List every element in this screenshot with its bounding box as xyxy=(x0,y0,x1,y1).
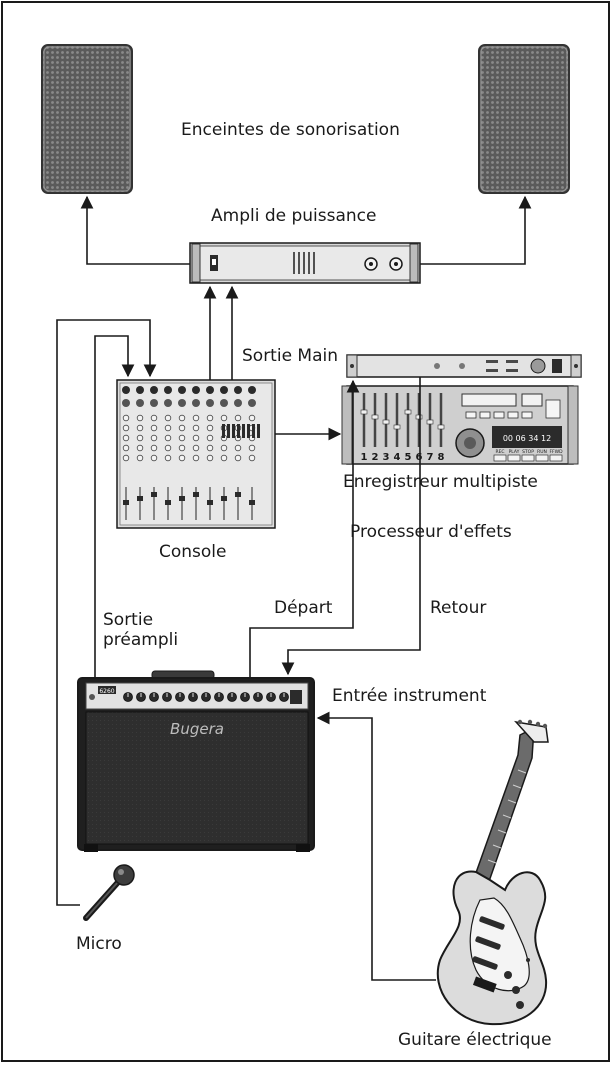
recorder-fader-cap xyxy=(415,414,423,420)
recorder-track-number: 7 xyxy=(427,452,434,463)
preamp-out-label-line2: préampli xyxy=(103,630,179,650)
guitar-label: Guitare électrique xyxy=(398,1030,552,1050)
amp-power-switch xyxy=(290,690,302,704)
line-fx-return-to-amp xyxy=(281,377,421,676)
recorder-track-number: 1 xyxy=(361,452,368,463)
power-amp-label: Ampli de puissance xyxy=(211,206,377,226)
recorder-transport-button xyxy=(493,454,507,462)
console-channel-strip xyxy=(150,386,158,520)
speaker-right xyxy=(478,44,570,194)
recorder-transport-button xyxy=(535,454,549,462)
line-send-to-fx xyxy=(249,379,360,678)
console-channel-strip xyxy=(136,386,144,520)
console-channel-strip xyxy=(122,386,130,520)
console-label: Console xyxy=(159,542,227,562)
line-amp-to-left-speaker xyxy=(80,195,190,265)
console-channel-strip xyxy=(192,386,200,520)
send-label: Départ xyxy=(274,598,333,618)
multitrack-label: Enregistreur multipiste xyxy=(343,472,538,492)
power-amplifier xyxy=(189,242,421,284)
speaker-left xyxy=(41,44,133,194)
console-meter xyxy=(237,424,240,438)
console-meter xyxy=(252,424,255,438)
console-meter xyxy=(227,424,230,438)
line-guitar-to-amp xyxy=(316,711,436,981)
recorder-fader-cap xyxy=(426,419,434,425)
console-meter xyxy=(257,424,260,438)
recorder-button-label: FFWD xyxy=(549,449,563,455)
recorder-transport-button xyxy=(507,454,521,462)
recorder-track-number: 2 xyxy=(372,452,379,463)
recorder-button-label: PLAY xyxy=(509,449,520,455)
recorder-track-number: 6 xyxy=(416,452,423,463)
signal-lines xyxy=(56,195,532,981)
recorder-fader-cap xyxy=(382,419,390,425)
recorder-track-number: 8 xyxy=(438,452,445,463)
recorder-button-label: RUN xyxy=(537,449,547,455)
amp-logo: Bugera xyxy=(170,720,224,738)
recorder-track-number: 4 xyxy=(394,452,401,463)
recorder-fader-cap xyxy=(393,424,401,430)
console-meter xyxy=(232,424,235,438)
console-channel-strip xyxy=(206,386,214,520)
console-meter xyxy=(222,424,225,438)
microphone xyxy=(83,864,135,921)
fx-processor-label: Processeur d'effets xyxy=(350,522,512,542)
speakers-label: Enceintes de sonorisation xyxy=(181,120,400,140)
console-channel-strip xyxy=(164,386,172,520)
recorder-fader-cap xyxy=(404,409,412,415)
recorder-time-display: 00 06 34 12 xyxy=(503,434,551,443)
line-preamp-to-console xyxy=(94,335,135,678)
console-channel-strip xyxy=(178,386,186,520)
line-micro-to-console xyxy=(56,319,157,906)
recorder-button-label: REC xyxy=(495,449,504,455)
recorder-fader-cap xyxy=(437,424,445,430)
recorder-fader-cap xyxy=(371,414,379,420)
micro-label: Micro xyxy=(76,934,122,954)
recorder-fader-cap xyxy=(360,409,368,415)
return-label: Retour xyxy=(430,598,487,618)
console-meter xyxy=(247,424,250,438)
amp-input-jack xyxy=(89,694,95,700)
recorder-button-label: STOP xyxy=(522,449,534,455)
instrument-in-label: Entrée instrument xyxy=(332,686,487,706)
preamp-out-label-line1: Sortie xyxy=(103,610,154,630)
amp-badge: 6260 xyxy=(99,688,114,695)
recorder-transport-button xyxy=(549,454,563,462)
recorder-transport-button xyxy=(521,454,535,462)
recorder-track-number: 5 xyxy=(405,452,412,463)
effects-processor xyxy=(346,354,582,378)
electric-guitar xyxy=(436,719,549,1026)
guitar-combo-amp: 6260 Bugera xyxy=(77,670,315,852)
console-meter xyxy=(242,424,245,438)
line-amp-to-right-speaker xyxy=(420,195,532,265)
main-out-label: Sortie Main xyxy=(242,346,339,366)
mixing-console xyxy=(116,379,276,529)
recorder-track-number: 3 xyxy=(383,452,390,463)
